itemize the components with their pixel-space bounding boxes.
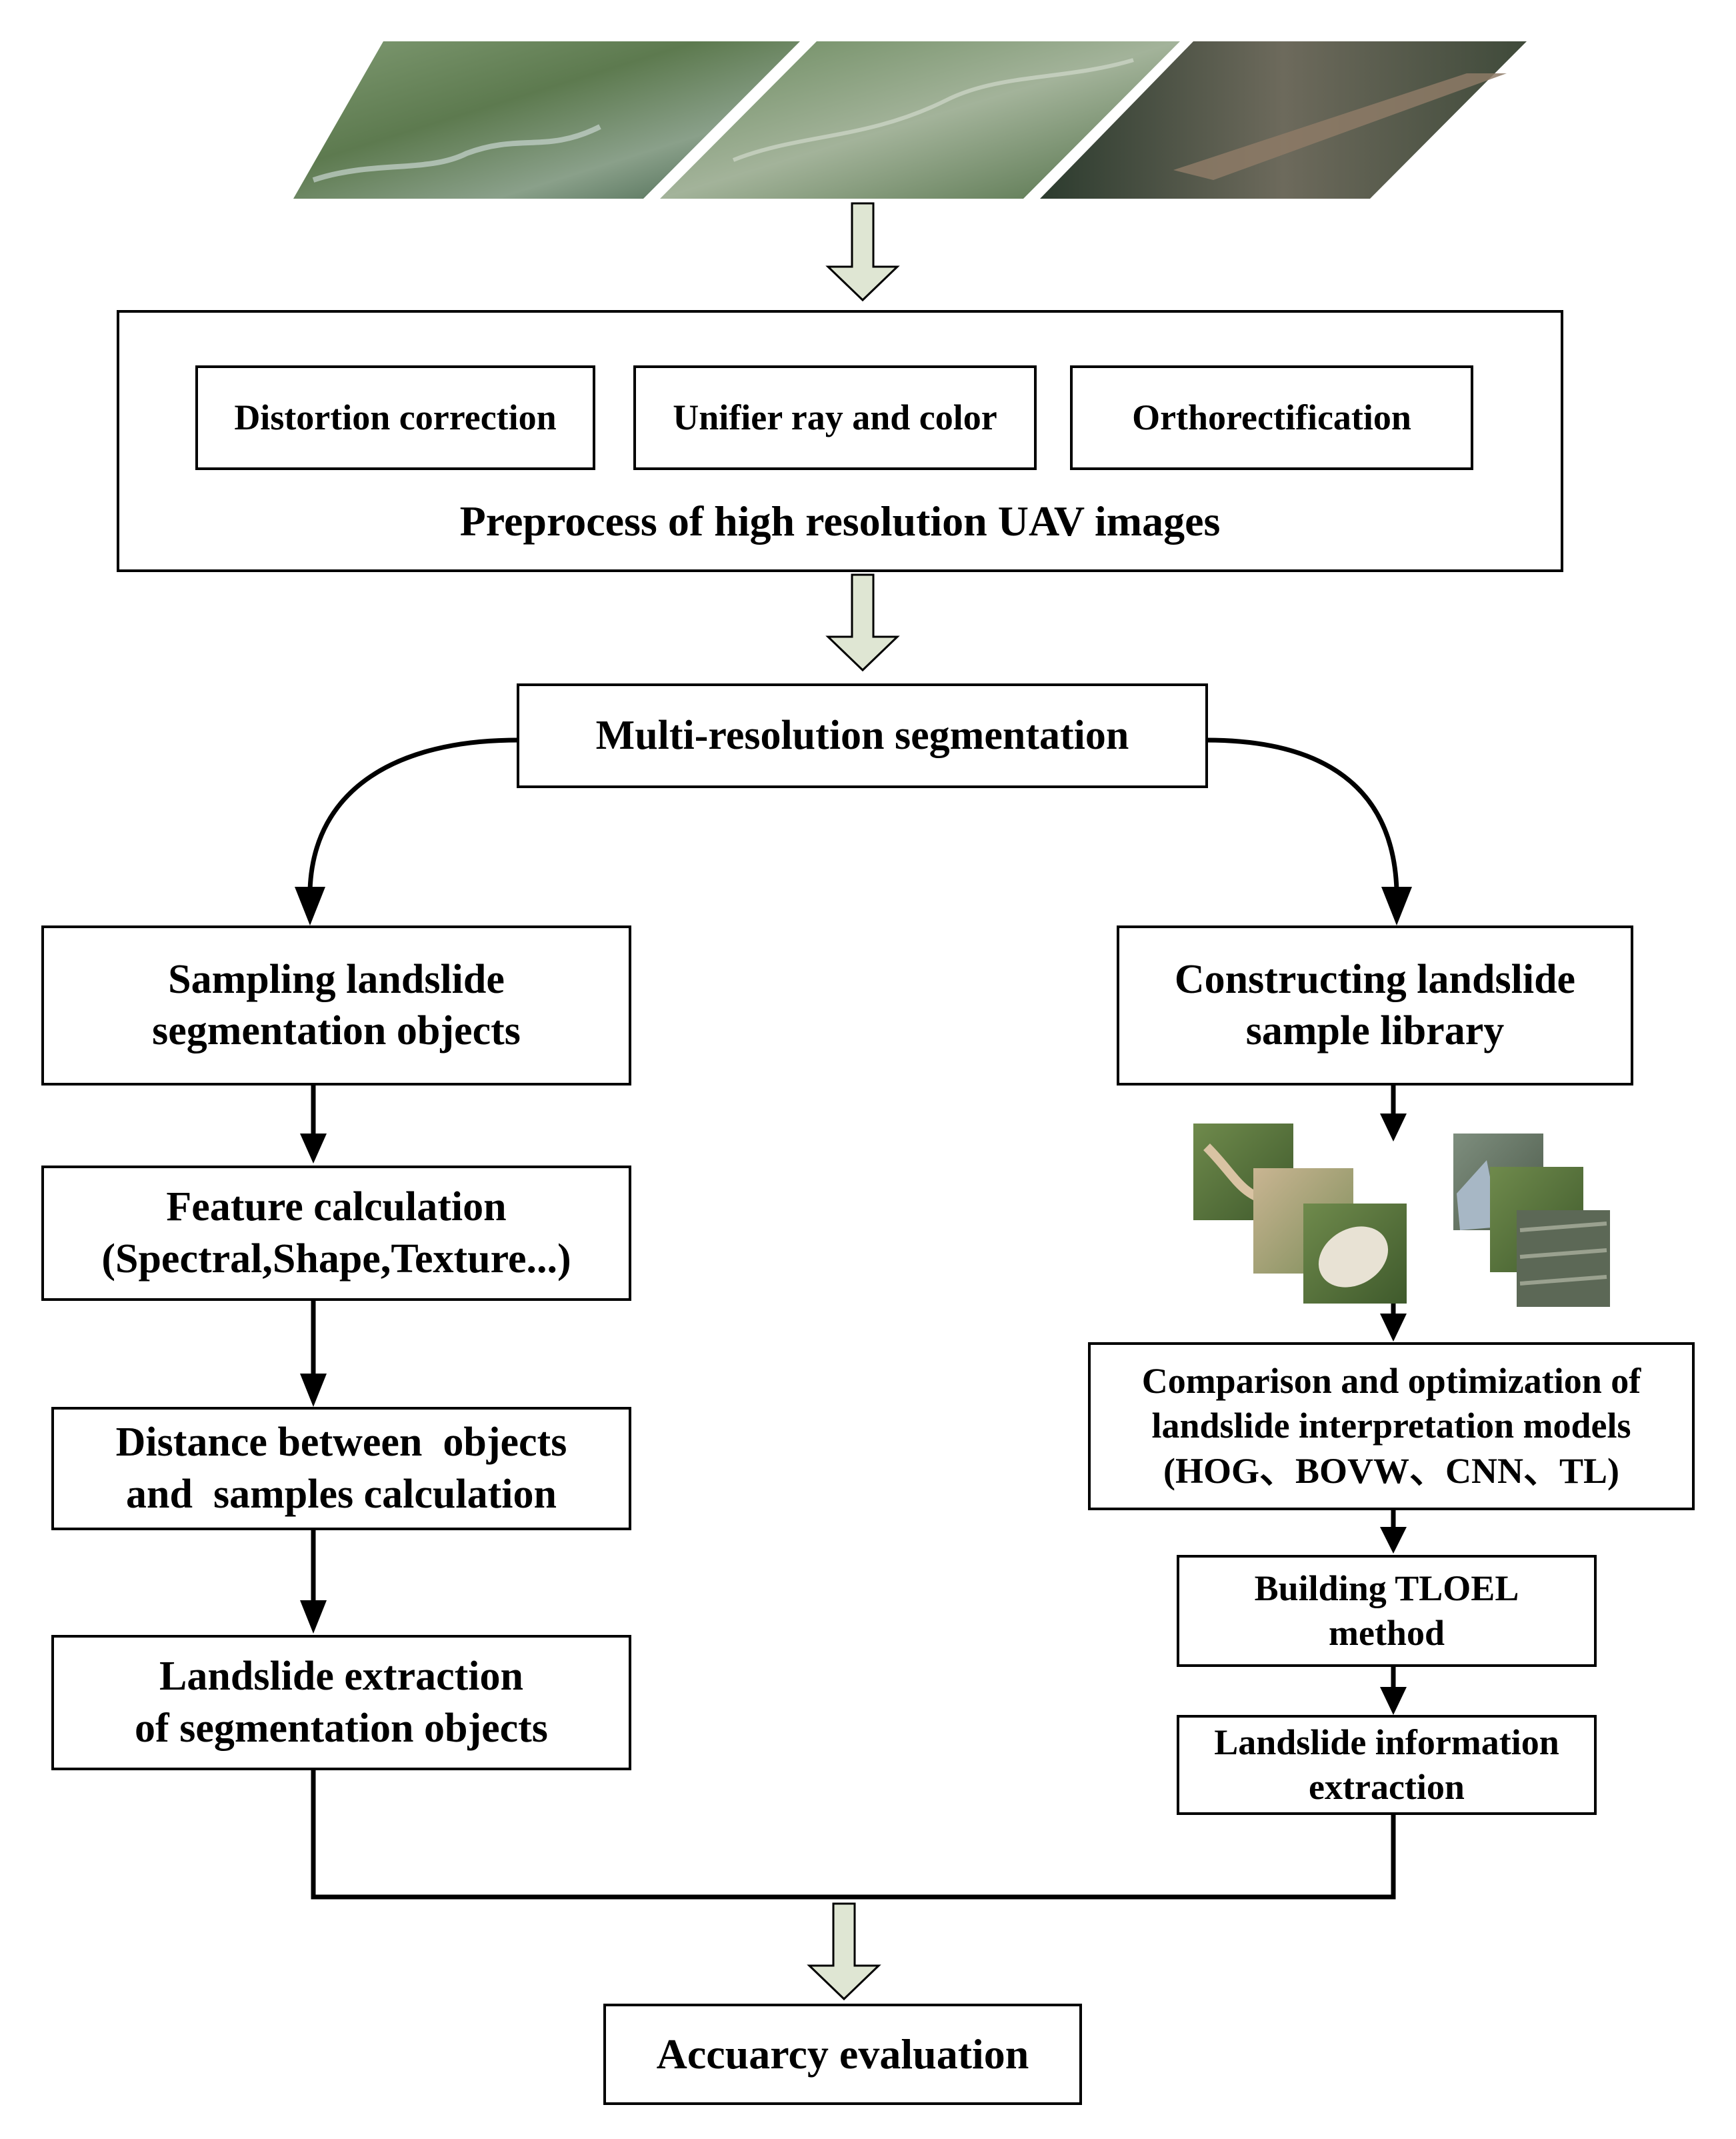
preprocess-title: Preprocess of high resolution UAV images <box>459 497 1221 545</box>
merge-lines <box>311 1770 1396 1900</box>
non-landslide-sample-images <box>1453 1134 1610 1307</box>
library-label-line2: sample library <box>1245 1008 1505 1053</box>
sampling-label-line2: segmentation objects <box>152 1008 521 1053</box>
information-extraction-box: Landslide information extraction <box>1177 1715 1597 1815</box>
comparison-box: Comparison and optimization of landslide… <box>1088 1342 1695 1510</box>
extraction-box: Landslide extraction of segmentation obj… <box>51 1635 631 1770</box>
information-label-line2: extraction <box>1309 1767 1465 1807</box>
building-tloel-box: Building TLOEL method <box>1177 1555 1597 1667</box>
extraction-label-line2: of segmentation objects <box>135 1705 548 1751</box>
accuracy-box: Accuarcy evaluation <box>603 2004 1082 2105</box>
unifier-ray-color-label: Unifier ray and color <box>673 397 997 437</box>
orthorectification-box: Orthorectification <box>1070 365 1473 470</box>
building-label-line1: Building TLOEL <box>1254 1568 1519 1608</box>
sample-library-box: Constructing landslide sample library <box>1117 925 1633 1086</box>
orthorectification-label: Orthorectification <box>1132 397 1411 437</box>
distortion-correction-label: Distortion correction <box>234 397 557 437</box>
uav-image-1 <box>293 41 800 199</box>
information-label-line1: Landslide information <box>1214 1722 1559 1762</box>
left-arrowheads <box>300 1134 327 1634</box>
landslide-sample-images <box>1193 1124 1407 1304</box>
right-arrowheads <box>1380 1114 1407 1715</box>
hollow-arrow-1 <box>825 202 900 302</box>
sampling-box: Sampling landslide segmentation objects <box>41 925 631 1086</box>
building-label-line2: method <box>1329 1613 1445 1653</box>
uav-image-3 <box>1040 41 1527 199</box>
comparison-label-line2: landslide interpretation models <box>1151 1406 1631 1446</box>
distance-label-line1: Distance between objects <box>115 1420 567 1465</box>
comparison-label-line3: (HOG、BOVW、CNN、TL) <box>1163 1450 1620 1491</box>
segmentation-label: Multi-resolution segmentation <box>595 712 1129 758</box>
comparison-label-line1: Comparison and optimization of <box>1141 1360 1641 1401</box>
unifier-ray-color-box: Unifier ray and color <box>633 365 1037 470</box>
feature-label-line1: Feature calculation <box>166 1184 507 1230</box>
curved-arrow-right <box>1206 737 1412 925</box>
distance-label-line2: and samples calculation <box>126 1471 557 1517</box>
distance-box: Distance between objects and samples cal… <box>51 1407 631 1530</box>
accuracy-label: Accuarcy evaluation <box>656 2030 1029 2078</box>
curved-arrow-left <box>295 737 517 925</box>
hollow-arrow-2 <box>825 573 900 672</box>
hollow-arrow-3 <box>807 1902 881 2001</box>
segmentation-box: Multi-resolution segmentation <box>517 683 1208 788</box>
uav-image-strips <box>293 41 1527 199</box>
distortion-correction-box: Distortion correction <box>195 365 595 470</box>
sampling-label-line1: Sampling landslide <box>168 956 505 1002</box>
feature-label-line2: (Spectral,Shape,Texture...) <box>101 1236 571 1282</box>
uav-image-2 <box>660 41 1180 199</box>
library-label-line1: Constructing landslide <box>1174 956 1576 1002</box>
extraction-label-line1: Landslide extraction <box>159 1654 523 1699</box>
feature-box: Feature calculation (Spectral,Shape,Text… <box>41 1166 631 1301</box>
